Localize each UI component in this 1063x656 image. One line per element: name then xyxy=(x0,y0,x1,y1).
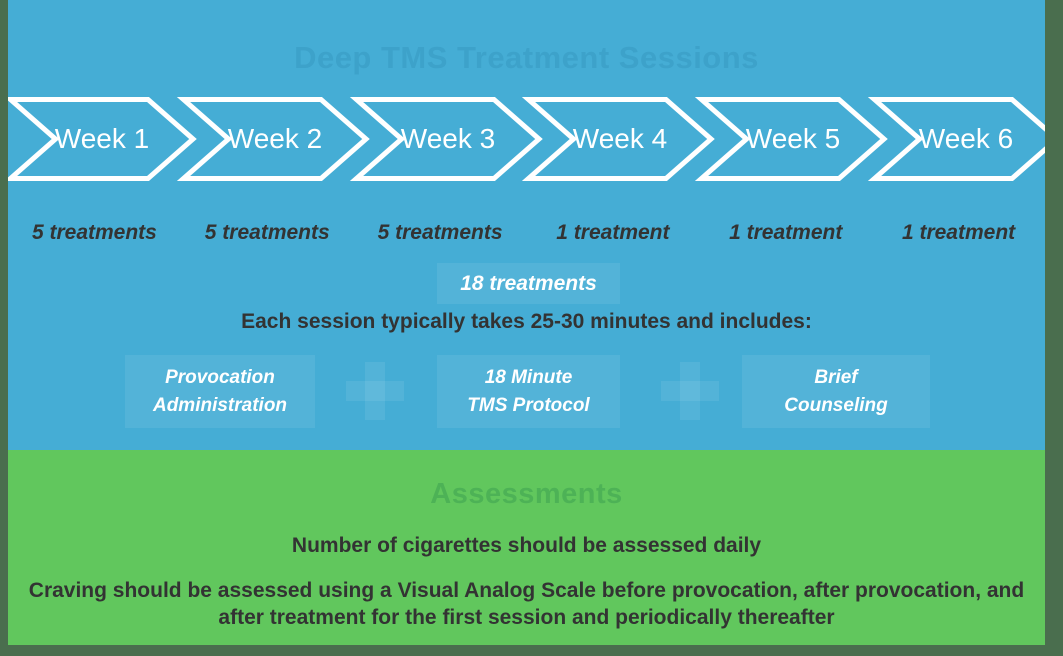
week-4-label: Week 4 xyxy=(572,123,668,154)
chevron-arrow-icon xyxy=(521,97,715,181)
component-line-1: 18 Minute xyxy=(484,366,573,388)
week-1-label: Week 1 xyxy=(54,123,150,154)
cigarettes-daily-note: Number of cigarettes should be assessed … xyxy=(291,534,762,557)
plus-icon xyxy=(346,362,404,420)
component-line-1: Brief xyxy=(814,366,858,388)
week-1-treatments: 5 treatments xyxy=(31,221,157,244)
component-tms-protocol: 18 Minute TMS Protocol xyxy=(437,355,620,428)
treatment-sessions-title: Deep TMS Treatment Sessions xyxy=(294,40,759,75)
week-2-treatments: 5 treatments xyxy=(204,221,330,244)
treatments-count-row: 5 treatments 5 treatments 5 treatments 1… xyxy=(8,221,1045,251)
component-line-2: TMS Protocol xyxy=(467,394,590,416)
week-3-chevron: Week 3 xyxy=(349,97,543,181)
assessments-section: Assessments Number of cigarettes should … xyxy=(8,450,1045,645)
week-4-chevron: Week 4 xyxy=(521,97,715,181)
week-6-chevron: Week 6 xyxy=(867,97,1045,181)
week-3-label: Week 3 xyxy=(400,123,496,154)
chevron-arrow-icon xyxy=(176,97,370,181)
week-5-label: Week 5 xyxy=(745,123,841,154)
chevron-arrow-icon xyxy=(349,97,543,181)
chevron-arrow-icon xyxy=(867,97,1045,181)
infographic-content: Deep TMS Treatment Sessions Week 1 Week … xyxy=(8,0,1045,645)
session-duration-note: Each session typically takes 25-30 minut… xyxy=(241,310,812,333)
total-treatments-label: 18 treatments xyxy=(460,271,597,295)
craving-scale-note: Craving should be assessed using a Visua… xyxy=(28,579,1025,629)
week-6-label: Week 6 xyxy=(918,123,1014,154)
component-line-1: Provocation xyxy=(165,366,275,388)
total-treatments-badge: 18 treatments xyxy=(437,263,620,304)
session-components-row: Provocation Administration 18 Minute TMS… xyxy=(8,355,1045,428)
plus-icon xyxy=(661,362,719,420)
component-line-2: Counseling xyxy=(784,394,888,416)
week-6-treatments: 1 treatment xyxy=(901,221,1016,244)
chevron-arrow-icon xyxy=(694,97,888,181)
assessments-title: Assessments xyxy=(430,478,623,510)
week-chevron-row: Week 1 Week 2 Week 3 Week 4 Week 5 xyxy=(8,97,1045,181)
week-2-label: Week 2 xyxy=(227,123,323,154)
week-5-chevron: Week 5 xyxy=(694,97,888,181)
week-3-treatments: 5 treatments xyxy=(377,221,503,244)
week-4-treatments: 1 treatment xyxy=(556,221,670,244)
chevron-arrow-icon xyxy=(8,97,197,181)
treatment-sessions-section: Deep TMS Treatment Sessions Week 1 Week … xyxy=(8,0,1045,450)
component-provocation-administration: Provocation Administration xyxy=(125,355,315,428)
component-line-2: Administration xyxy=(152,394,288,416)
week-5-treatments: 1 treatment xyxy=(729,221,843,244)
week-2-chevron: Week 2 xyxy=(176,97,370,181)
component-brief-counseling: Brief Counseling xyxy=(742,355,930,428)
week-1-chevron: Week 1 xyxy=(8,97,197,181)
